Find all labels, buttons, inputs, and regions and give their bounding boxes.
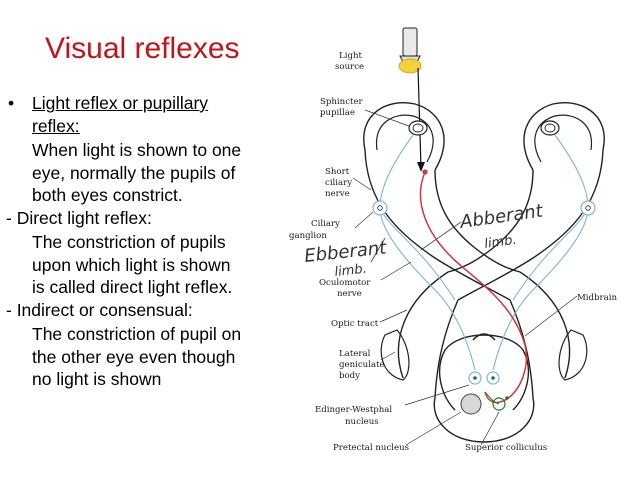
optic-pathway-outline: [364, 149, 604, 399]
right-eye: [523, 102, 605, 171]
retina-receptor-dot: [422, 169, 428, 175]
svg-text:body: body: [339, 371, 360, 381]
svg-text:ciliary: ciliary: [325, 178, 352, 188]
left-eye: [363, 102, 445, 171]
body-line: no light is shown: [32, 369, 162, 389]
svg-text:pupillae: pupillae: [320, 108, 355, 118]
bullet-heading-line-2: reflex:: [32, 115, 80, 136]
svg-text:nerve: nerve: [325, 189, 350, 199]
body-line: both eyes constrict.: [32, 185, 183, 205]
body-line: The constriction of pupils: [32, 232, 226, 252]
left-ciliary-ganglion: [372, 200, 388, 216]
label-optic-tract: Optic tract: [331, 319, 379, 329]
light-source-lamp: [398, 27, 422, 74]
bullet-item: • Light reflex or pupillary: [6, 92, 294, 115]
slide-body: • Light reflex or pupillary reflex: When…: [6, 92, 294, 391]
svg-text:source: source: [335, 62, 364, 72]
body-line: eye, normally the pupils of: [32, 162, 236, 183]
pretectal-nucleus: [460, 393, 482, 415]
light-ray-arrowhead-icon: [417, 162, 425, 172]
pupillary-reflex-diagram: Light source Sphincter pupillae Short ci…: [289, 27, 618, 453]
label-short-ciliary-nerve: Short: [325, 167, 350, 177]
svg-text:geniculate: geniculate: [339, 360, 385, 370]
right-lateral-geniculate-body: [558, 329, 588, 381]
annotation-abberant: Abberant: [458, 200, 545, 233]
left-lateral-geniculate-body: [380, 329, 410, 381]
subheading-indirect: - Indirect or consensual:: [6, 299, 193, 320]
svg-text:nerve: nerve: [337, 289, 362, 299]
label-ciliary-ganglion: Ciliary: [311, 219, 340, 229]
right-ciliary-ganglion: [580, 200, 596, 216]
label-sphincter-pupillae: Sphincter: [320, 97, 364, 107]
label-pretectal-nucleus: Pretectal nucleus: [333, 443, 409, 453]
midbrain-outline: [433, 333, 535, 443]
bullet-heading-line-1: Light reflex or pupillary: [32, 93, 209, 113]
label-superior-colliculus: Superior colliculus: [465, 443, 547, 453]
svg-text:ganglion: ganglion: [289, 231, 327, 241]
afferent-red-pathway: [419, 171, 528, 404]
pretectal-nucleus-right: [492, 397, 506, 411]
label-light-source: Light: [339, 51, 362, 61]
svg-text:nucleus: nucleus: [345, 417, 379, 427]
body-line: the other eye even though: [32, 346, 236, 367]
label-leader-lines: [352, 109, 578, 446]
annotation-abberant-limb: limb.: [483, 233, 517, 252]
oculomotor-nerve-paths: [379, 134, 589, 371]
label-midbrain: Midbrain: [577, 293, 618, 303]
annotation-ebberant: Ebberant: [303, 237, 388, 267]
slide-title: Visual reflexes: [45, 32, 240, 65]
annotation-pointer: [420, 221, 462, 251]
annotation-ebberant-limb: limb.: [334, 262, 368, 280]
body-line: is called direct light reflex.: [32, 277, 233, 297]
subheading-direct: - Direct light reflex:: [6, 207, 152, 228]
body-line: The constriction of pupil on: [32, 324, 242, 344]
bullet-icon: •: [8, 93, 15, 113]
label-oculomotor-nerve: Oculomotor: [319, 278, 371, 288]
body-line: When light is shown to one: [32, 140, 242, 160]
body-line: upon which light is shown: [32, 254, 231, 275]
label-lateral-geniculate-body: Lateral: [339, 349, 371, 359]
label-edinger-westphal-nucleus: Edinger-Westphal: [315, 405, 392, 415]
